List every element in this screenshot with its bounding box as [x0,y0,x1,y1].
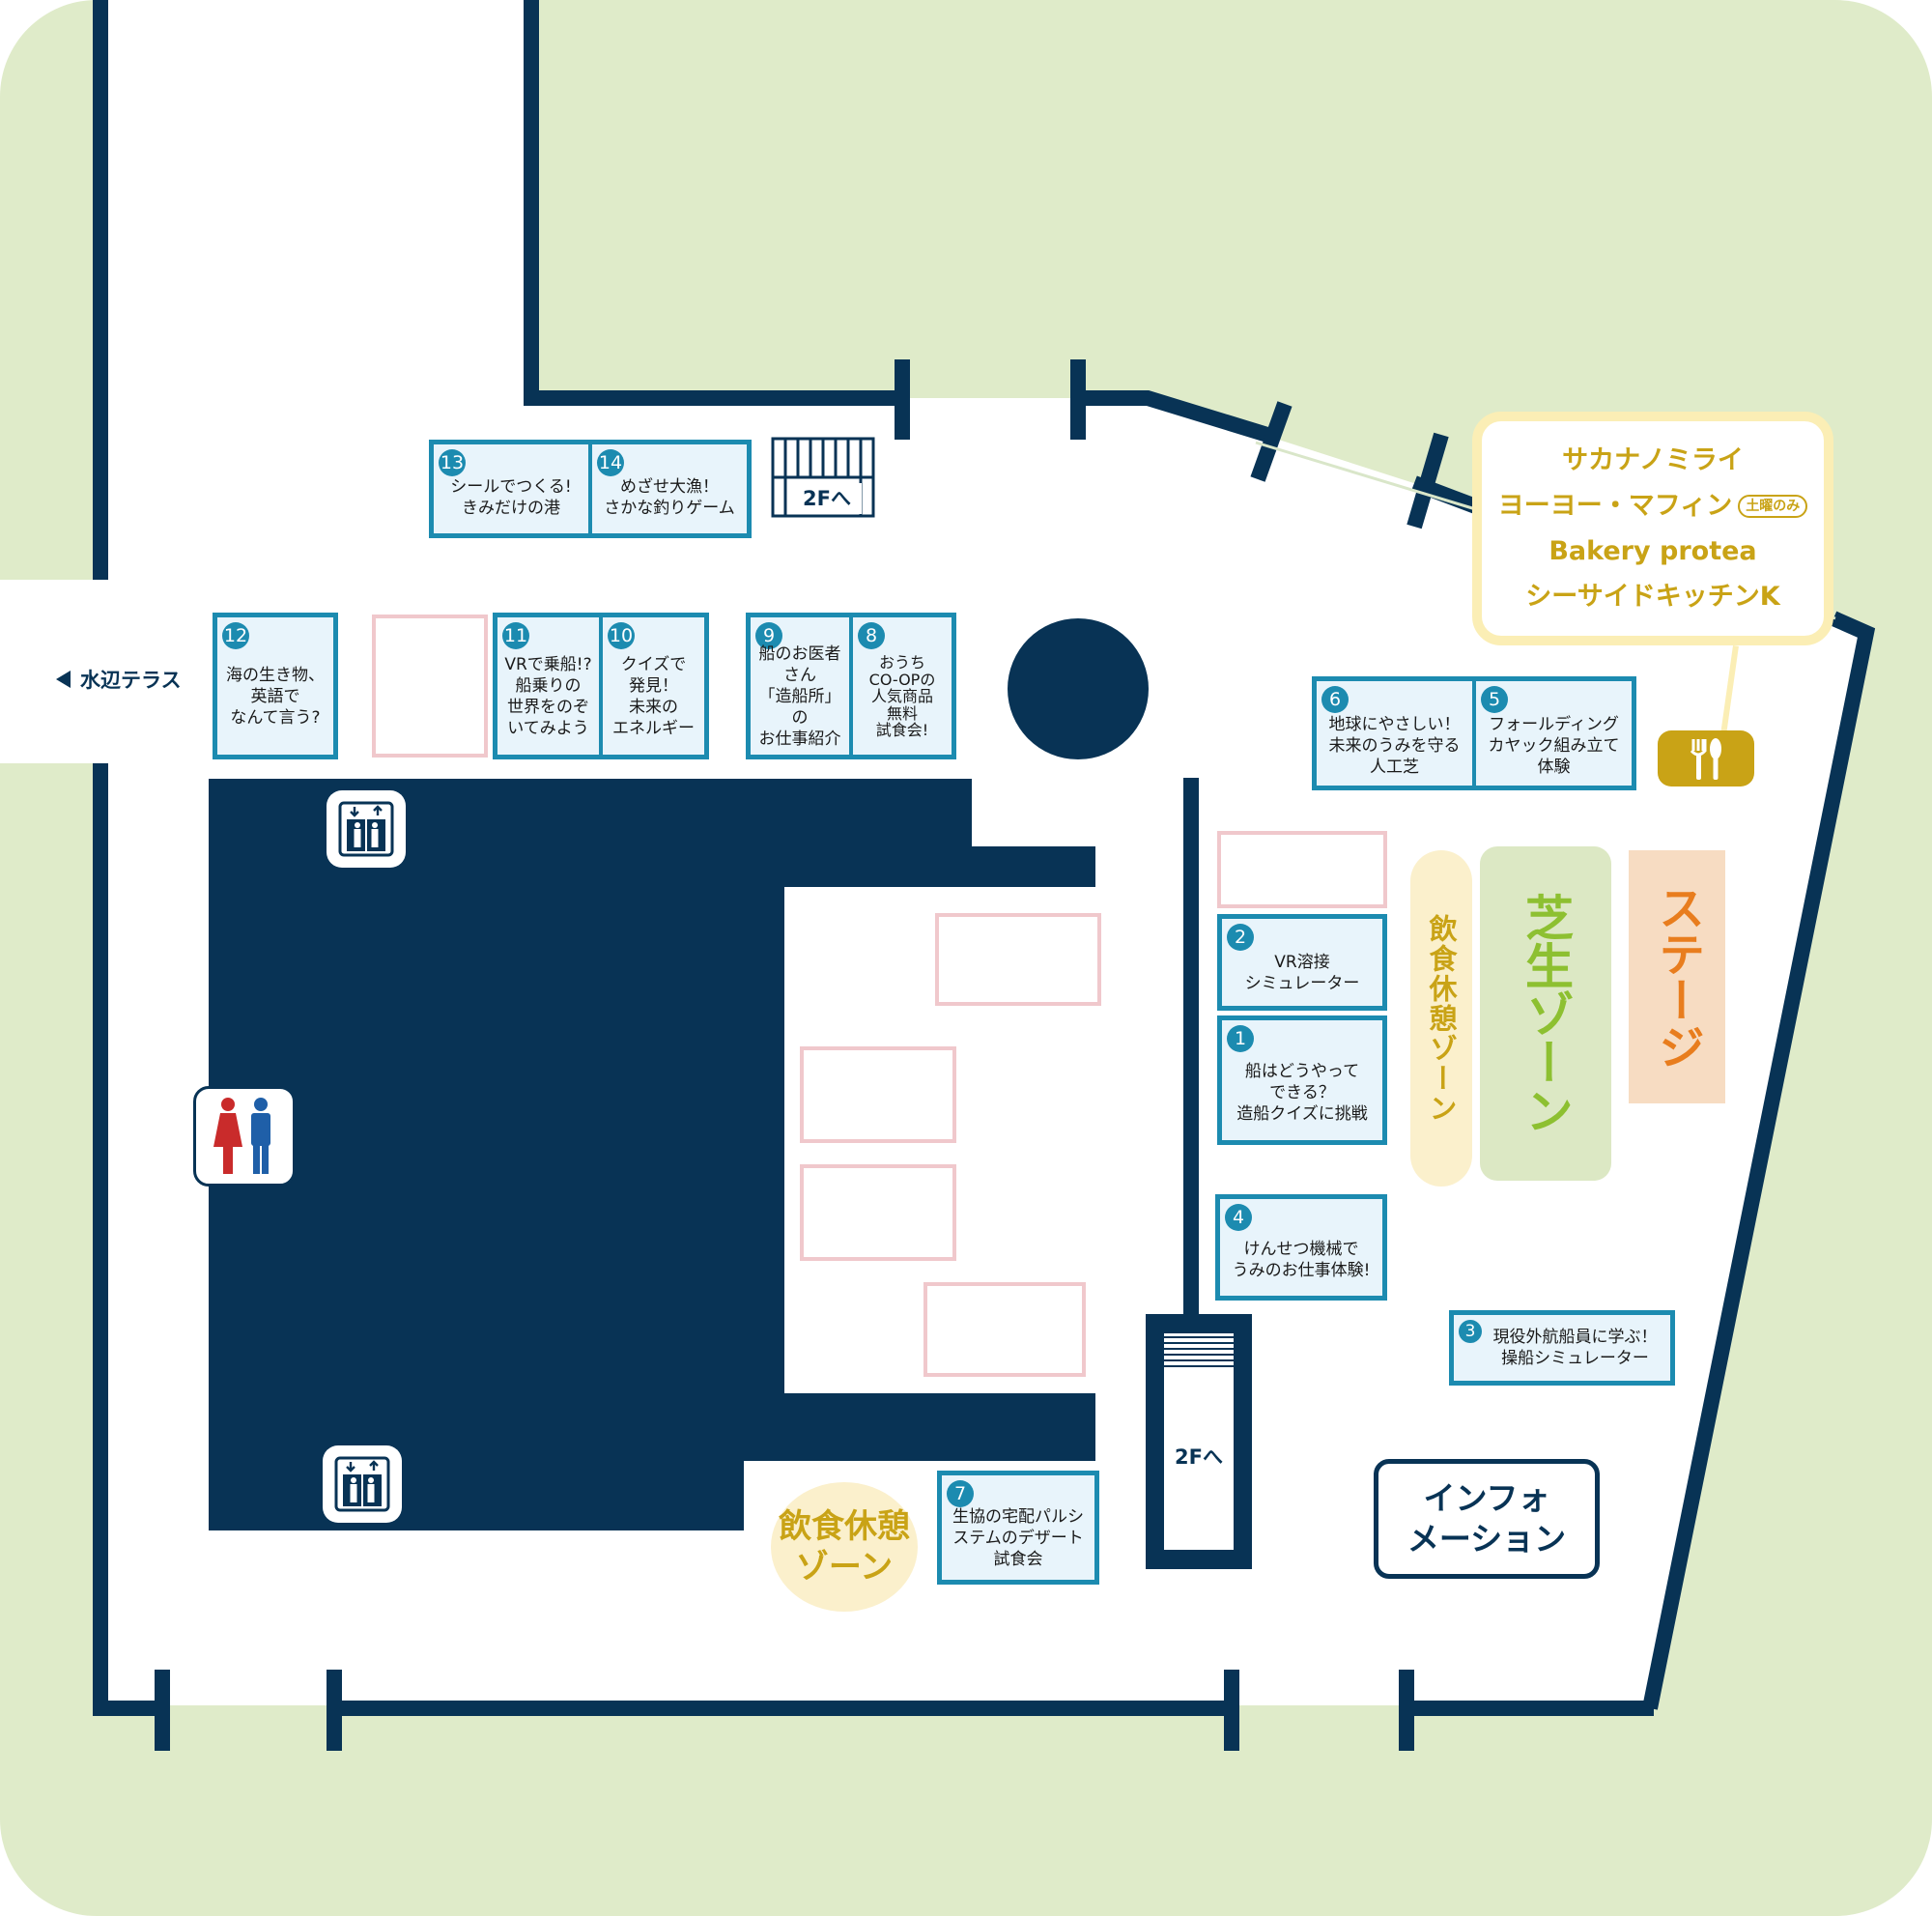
booth-13[interactable]: 13 シールでつくる! きみだけの港 [434,444,588,533]
booth-number-badge: 6 [1321,686,1349,713]
booth-title: 生協の宅配パルシ ステムのデザート 試食会 [952,1506,1084,1570]
booth-title: めざせ大漁！ さかな釣りゲーム [604,476,735,518]
booth-11[interactable]: 11 VRで乗船!? 船乗りの 世界をのぞ いてみよう [497,617,599,755]
booth-title: 現役外航船員に学ぶ！ 操船シミュレーター [1492,1327,1658,1368]
booth-number-badge: 11 [502,622,529,649]
booth-title: けんせつ機械で うみのお仕事体験! [1232,1239,1371,1280]
booth-number-badge: 9 [755,622,782,649]
booth-6-5: 6 地球にやさしい！ 未来のうみを守る 人工芝 5 フォールディング カヤック組… [1312,676,1636,790]
empty-booth [800,1164,956,1261]
booth-10[interactable]: 10 クイズで 発見！ 未来の エネルギー [599,617,704,755]
elevator-icon [338,801,394,857]
booth-title: フォールディング カヤック組み立て 体験 [1488,714,1620,778]
booth-1[interactable]: 1 船はどうやって できる？ 造船クイズに挑戦 [1217,1015,1387,1145]
booth-2[interactable]: 2 VR溶接 シミュレーター [1217,914,1387,1011]
information-label: インフォ [1423,1479,1550,1517]
booth-4[interactable]: 4 けんせつ機械で うみのお仕事体験! [1215,1194,1387,1301]
booth-12-cell: 12 海の生き物、 英語で なんて言う? [217,617,333,755]
information-desk[interactable]: インフォ メーション [1374,1459,1600,1579]
booth-7-cell: 7 生協の宅配パルシ ステムのデザート 試食会 [942,1475,1094,1580]
terrace-walkway [0,580,100,763]
booth-3-cell: 3 現役外航船員に学ぶ！ 操船シミュレーター [1454,1315,1670,1381]
booth-number-badge: 13 [439,449,466,476]
zone-label: ゾーン [795,1548,894,1587]
lawn-zone[interactable]: 芝生ゾーン [1480,846,1611,1181]
empty-booth [1217,831,1387,908]
walls [93,0,1876,1751]
booth-number-badge: 5 [1481,686,1508,713]
pillar [1008,618,1149,759]
empty-booth [800,1046,956,1143]
vendor-name: ヨーヨー・マフィン [1497,491,1733,521]
booth-7[interactable]: 7 生協の宅配パルシ ステムのデザート 試食会 [937,1471,1099,1585]
saturday-only-badge: 土曜のみ [1738,494,1808,518]
fork-knife-icon [1690,738,1721,780]
stairs-lower-label[interactable]: 2Fへ [1175,1445,1223,1469]
booth-number-badge: 14 [597,449,624,476]
restroom-icon [213,1098,270,1174]
booth-title: 船のお医者 さん 「造船所」の お仕事紹介 [758,643,841,750]
building-block [209,779,1095,1530]
empty-booth [923,1282,1086,1377]
booth-number-badge: 7 [947,1480,974,1507]
food-vendor-panel: サカナノミライ ヨーヨー・マフィン 土曜のみ Bakery protea シーサ… [1472,412,1833,645]
terrace-link[interactable]: 水辺テラス [56,665,182,694]
booth-number-badge: 12 [222,622,249,649]
booth-9[interactable]: 9 船のお医者 さん 「造船所」の お仕事紹介 [751,617,849,755]
elevator-icon [334,1456,390,1512]
booth-title: 船はどうやって できる？ 造船クイズに挑戦 [1236,1061,1368,1125]
elevator-bottom[interactable] [323,1445,402,1523]
booth-title: シールでつくる! きみだけの港 [450,476,572,518]
booth-8[interactable]: 8 おうち CO-OPの 人気商品 無料 試食会! [849,617,952,755]
zone-label: 飲食休憩 [779,1507,910,1546]
booth-number-badge: 2 [1227,924,1254,951]
restroom[interactable] [193,1086,296,1187]
zone-label: 芝生ゾーン [1518,893,1574,1134]
elevator-top[interactable] [327,790,406,868]
booth-14[interactable]: 14 めざせ大漁！ さかな釣りゲーム [588,444,747,533]
booth-5[interactable]: 5 フォールディング カヤック組み立て 体験 [1472,681,1632,786]
booth-12[interactable]: 12 海の生き物、 英語で なんて言う? [213,613,338,759]
food-rest-zone-vertical: 飲食休憩ゾーン [1410,850,1472,1187]
empty-booth [935,913,1101,1006]
stairs-upper-label: 2Fへ [792,483,862,514]
stage-label: ステージ [1650,884,1704,1070]
booth-4-cell: 4 けんせつ機械で うみのお仕事体験! [1220,1199,1382,1296]
booth-title: おうち CO-OPの 人気商品 無料 試食会! [868,653,936,740]
vendor-name: サカナノミライ [1562,445,1744,475]
terrace-label: 水辺テラス [80,669,182,692]
vendor-name: シーサイドキッチンK [1525,582,1780,612]
empty-booth [372,615,488,758]
triangle-left-icon [56,671,71,688]
booth-9-8: 9 船のお医者 さん 「造船所」の お仕事紹介 8 おうち CO-OPの 人気商… [746,613,956,759]
booth-number-badge: 10 [608,622,635,649]
food-area[interactable] [1658,730,1754,786]
booth-number-badge: 3 [1459,1320,1482,1343]
booth-title: 海の生き物、 英語で なんて言う? [226,665,325,729]
booth-title: VR溶接 シミュレーター [1244,952,1360,993]
booth-11-10: 11 VRで乗船!? 船乗りの 世界をのぞ いてみよう 10 クイズで 発見！ … [493,613,709,759]
food-rest-zone-bottom: 飲食休憩 ゾーン [771,1482,918,1612]
zone-label: 飲食休憩ゾーン [1425,913,1458,1124]
booth-3[interactable]: 3 現役外航船員に学ぶ！ 操船シミュレーター [1449,1310,1675,1386]
booth-number-badge: 8 [858,622,885,649]
booth-title: 地球にやさしい！ 未来のうみを守る 人工芝 [1328,714,1461,778]
booth-title: クイズで 発見！ 未来の エネルギー [612,654,695,739]
booth-13-14: 13 シールでつくる! きみだけの港 14 めざせ大漁！ さかな釣りゲーム [429,440,752,538]
booth-number-badge: 1 [1227,1025,1254,1052]
booth-6[interactable]: 6 地球にやさしい！ 未来のうみを守る 人工芝 [1317,681,1472,786]
information-label: メーション [1406,1520,1567,1558]
booth-number-badge: 4 [1225,1204,1252,1231]
booth-1-cell: 1 船はどうやって できる？ 造船クイズに挑戦 [1222,1020,1382,1140]
booth-2-cell: 2 VR溶接 シミュレーター [1222,919,1382,1006]
vendor-name-with-note: ヨーヨー・マフィン 土曜のみ [1497,483,1808,529]
stage[interactable]: ステージ [1629,850,1725,1103]
vendor-name: Bakery protea [1548,536,1757,566]
booth-title: VRで乗船!? 船乗りの 世界をのぞ いてみよう [504,654,592,739]
